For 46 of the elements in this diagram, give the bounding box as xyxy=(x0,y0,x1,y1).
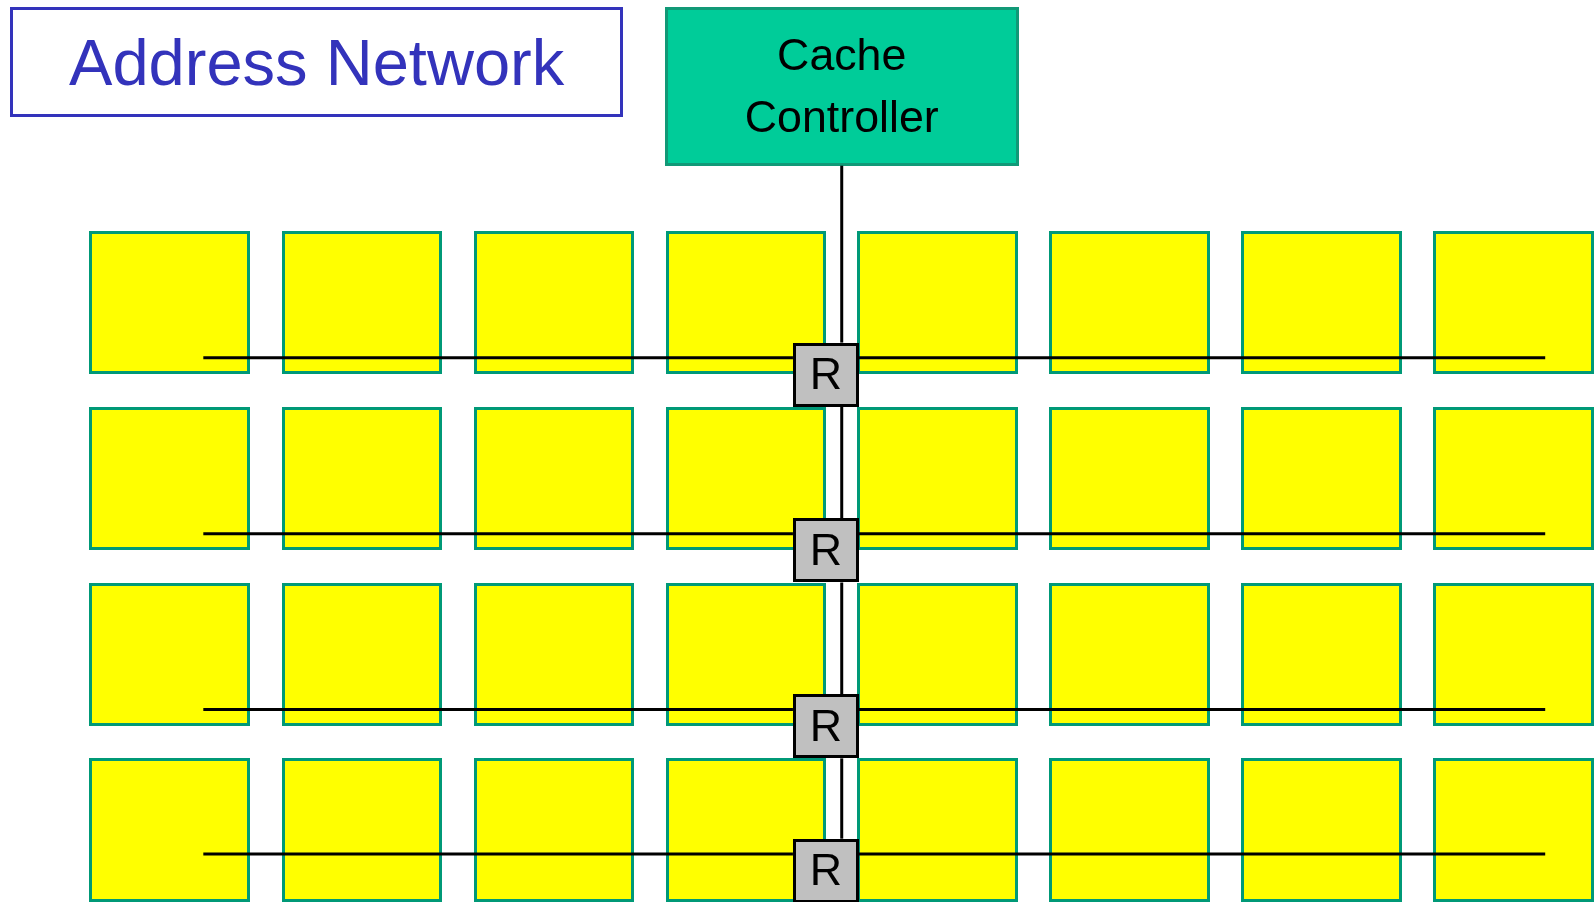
bus-line xyxy=(203,532,793,536)
router-box: R xyxy=(792,342,859,407)
cache-bank-box xyxy=(281,406,443,550)
cache-bank-box xyxy=(856,230,1018,375)
cache-bank-box xyxy=(1241,758,1402,902)
router-box: R xyxy=(792,838,859,902)
cache-bank-box xyxy=(856,582,1018,726)
bus-line xyxy=(859,532,1546,536)
router-box: R xyxy=(792,694,859,759)
cache-bank-box xyxy=(1049,758,1210,902)
vertical-link xyxy=(840,582,844,695)
cache-bank-box xyxy=(473,406,635,550)
bus-line xyxy=(859,708,1546,712)
cache-bank-box xyxy=(473,230,635,375)
cache-bank-box xyxy=(473,758,635,902)
cache-bank-box xyxy=(281,230,443,375)
cache-bank-box xyxy=(856,758,1018,902)
cache-bank-box xyxy=(1049,406,1210,550)
router-box: R xyxy=(792,518,859,583)
cache-bank-box xyxy=(1433,406,1594,550)
cache-bank-box xyxy=(1433,582,1594,726)
vertical-link xyxy=(840,406,844,519)
cache-bank-box xyxy=(473,582,635,726)
controller-box: Cache Controller xyxy=(664,7,1019,166)
bus-line xyxy=(859,356,1546,360)
bus-line xyxy=(203,708,793,712)
cache-bank-box xyxy=(1049,582,1210,726)
cache-bank-box xyxy=(89,406,251,550)
cache-bank-box xyxy=(281,758,443,902)
cache-bank-box xyxy=(1433,758,1594,902)
cache-bank-box xyxy=(1241,582,1402,726)
vertical-link xyxy=(840,758,844,839)
title-box: Address Network xyxy=(10,7,624,117)
cache-bank-box xyxy=(856,406,1018,550)
bus-line xyxy=(859,852,1546,856)
cache-bank-box xyxy=(89,230,251,375)
cache-bank-box xyxy=(89,582,251,726)
cache-bank-box xyxy=(281,582,443,726)
vertical-link xyxy=(840,165,844,343)
cache-bank-box xyxy=(1241,406,1402,550)
bus-line xyxy=(203,852,793,856)
cache-bank-box xyxy=(1241,230,1402,375)
cache-bank-box xyxy=(89,758,251,902)
cache-bank-box xyxy=(1433,230,1594,375)
bus-line xyxy=(203,356,793,360)
cache-bank-box xyxy=(1049,230,1210,375)
